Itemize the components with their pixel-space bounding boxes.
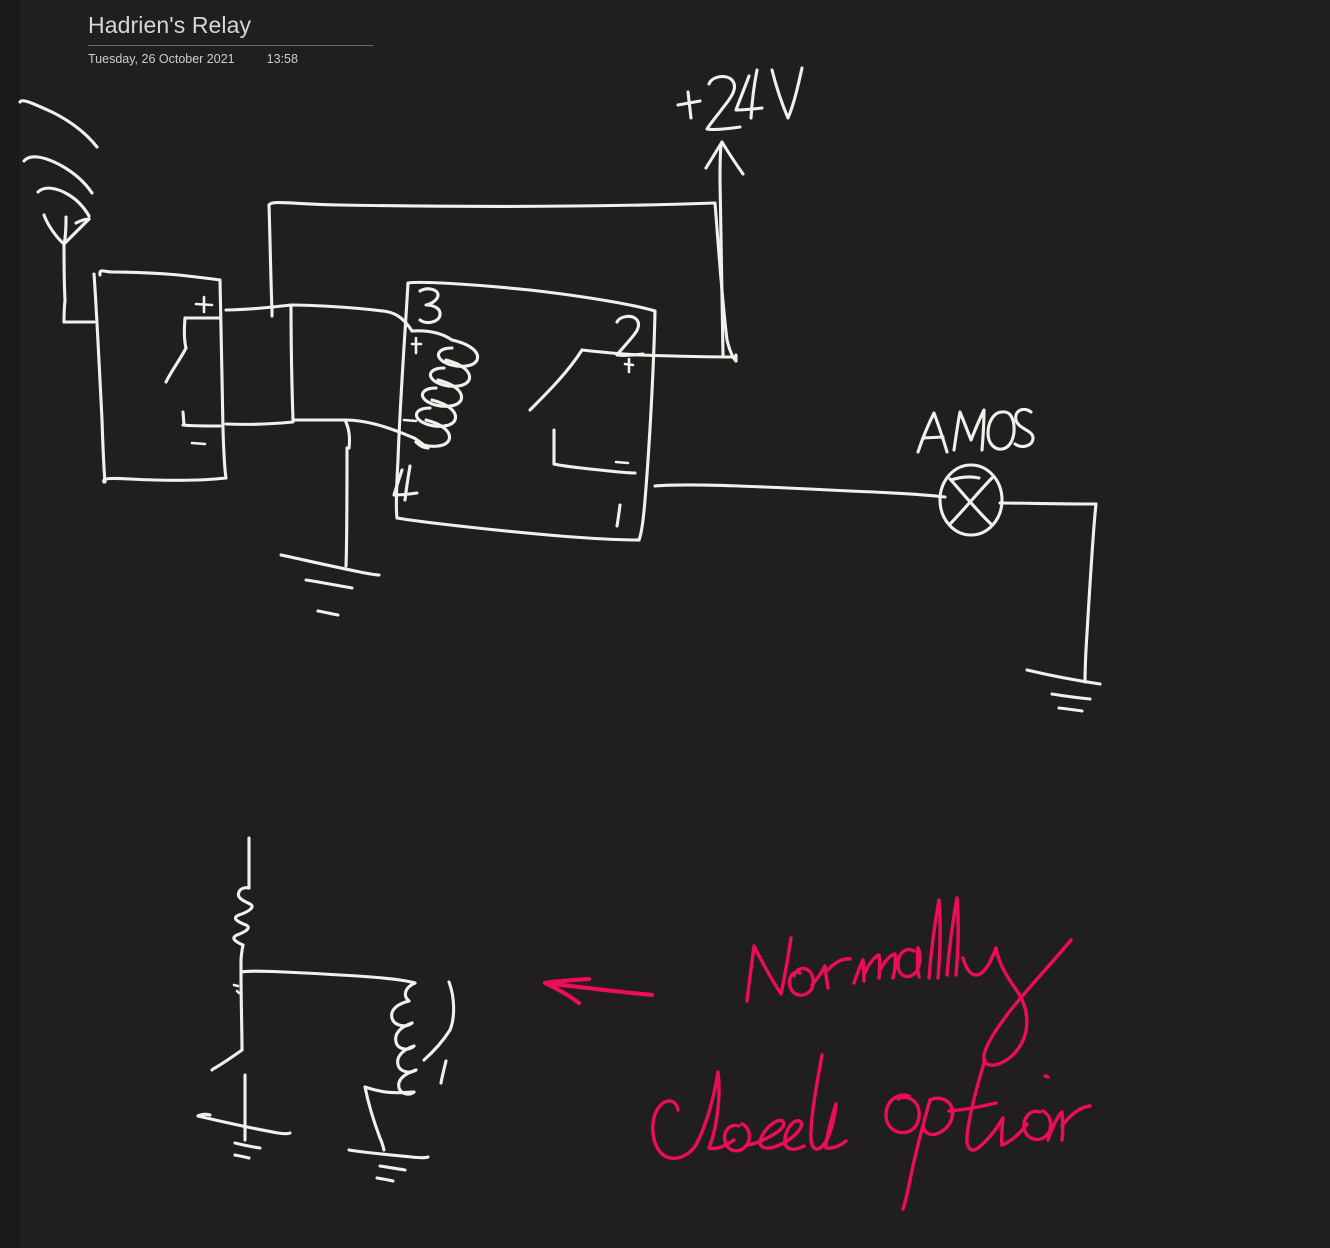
ground-icon-center bbox=[279, 446, 381, 617]
relay-terminal-3-label bbox=[418, 287, 442, 325]
wire-contact-to-lamp bbox=[653, 483, 947, 499]
relay-terminal-4-label bbox=[392, 464, 419, 502]
note-metadata: Tuesday, 26 October 2021 13:58 bbox=[88, 52, 388, 66]
supply-arrow-icon bbox=[704, 140, 745, 357]
wire-receiver-to-relay bbox=[224, 303, 385, 426]
ground-icon-lower-right bbox=[347, 1136, 430, 1183]
radio-waves-icon bbox=[18, 99, 99, 218]
note-date: Tuesday, 26 October 2021 bbox=[88, 52, 235, 66]
receiver-box bbox=[62, 269, 228, 484]
ground-icon-right bbox=[998, 501, 1102, 713]
relay-terminal-1-label bbox=[615, 503, 622, 528]
wire-supply-to-contact bbox=[638, 353, 738, 363]
lamp-label bbox=[916, 407, 1035, 454]
note-header: Hadrien's Relay Tuesday, 26 October 2021… bbox=[88, 10, 388, 66]
page-title: Hadrien's Relay bbox=[88, 12, 252, 38]
relay-coil bbox=[343, 309, 480, 450]
coil-icon bbox=[363, 981, 418, 1140]
title-divider bbox=[88, 45, 373, 46]
note-time: 13:58 bbox=[266, 52, 298, 66]
antenna-icon bbox=[42, 213, 91, 324]
annotation-text-line1 bbox=[745, 896, 1073, 1067]
relay-terminal-2-label bbox=[615, 314, 645, 357]
annotation-text-line2 bbox=[651, 1053, 1092, 1211]
supply-rail-wire bbox=[267, 201, 738, 363]
supply-label bbox=[676, 66, 804, 131]
ground-icon-lower-left bbox=[196, 1073, 292, 1160]
page-left-gutter bbox=[0, 0, 20, 1248]
lamp-icon bbox=[938, 463, 1004, 537]
relay-contact bbox=[528, 348, 642, 475]
bracket-mark bbox=[422, 980, 456, 1085]
relay-box bbox=[394, 280, 657, 542]
lower-node-wires bbox=[210, 969, 417, 1072]
annotation-arrow-icon bbox=[542, 976, 655, 1006]
resistor-icon bbox=[232, 836, 254, 974]
